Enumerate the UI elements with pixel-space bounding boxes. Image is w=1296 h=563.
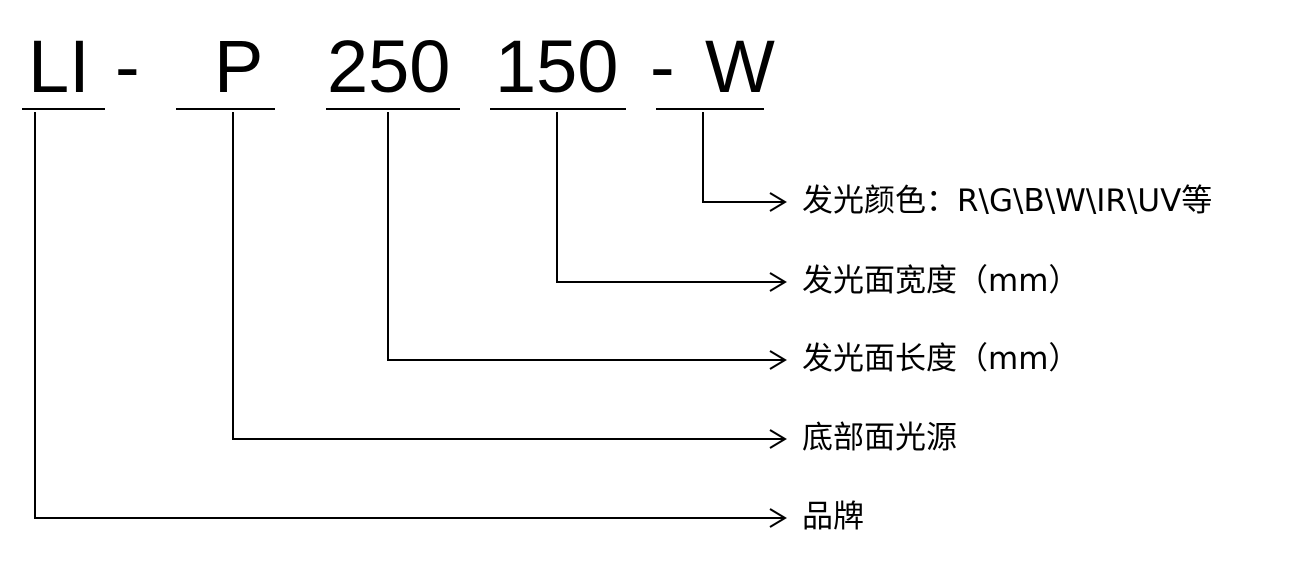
connector-width	[556, 112, 785, 283]
legend-length-desc: 发光面长度（mm）	[802, 341, 1080, 377]
legend-color-desc: 发光颜色：R\G\B\W\IR\UV等	[802, 183, 1213, 219]
connector-length	[387, 112, 785, 361]
arrowhead-type	[769, 429, 787, 449]
connector-color	[702, 112, 785, 203]
arrowhead-color	[769, 192, 787, 212]
legend-width-desc: 发光面宽度（mm）	[802, 263, 1080, 299]
code-width: 150	[495, 25, 619, 108]
arrowhead-width	[769, 272, 787, 292]
code-separator-2: -	[650, 25, 675, 108]
code-type: P	[214, 25, 264, 108]
legend-brand-desc: 品牌	[802, 499, 864, 535]
code-color: W	[705, 25, 775, 108]
code-separator-1: -	[115, 25, 140, 108]
code-length: 250	[327, 25, 451, 108]
connector-brand	[34, 112, 785, 519]
legend-type-desc: 底部面光源	[802, 420, 957, 456]
arrowhead-length	[769, 350, 787, 370]
connector-type	[232, 112, 785, 440]
arrowhead-brand	[769, 508, 787, 528]
code-brand: LI	[28, 25, 90, 108]
